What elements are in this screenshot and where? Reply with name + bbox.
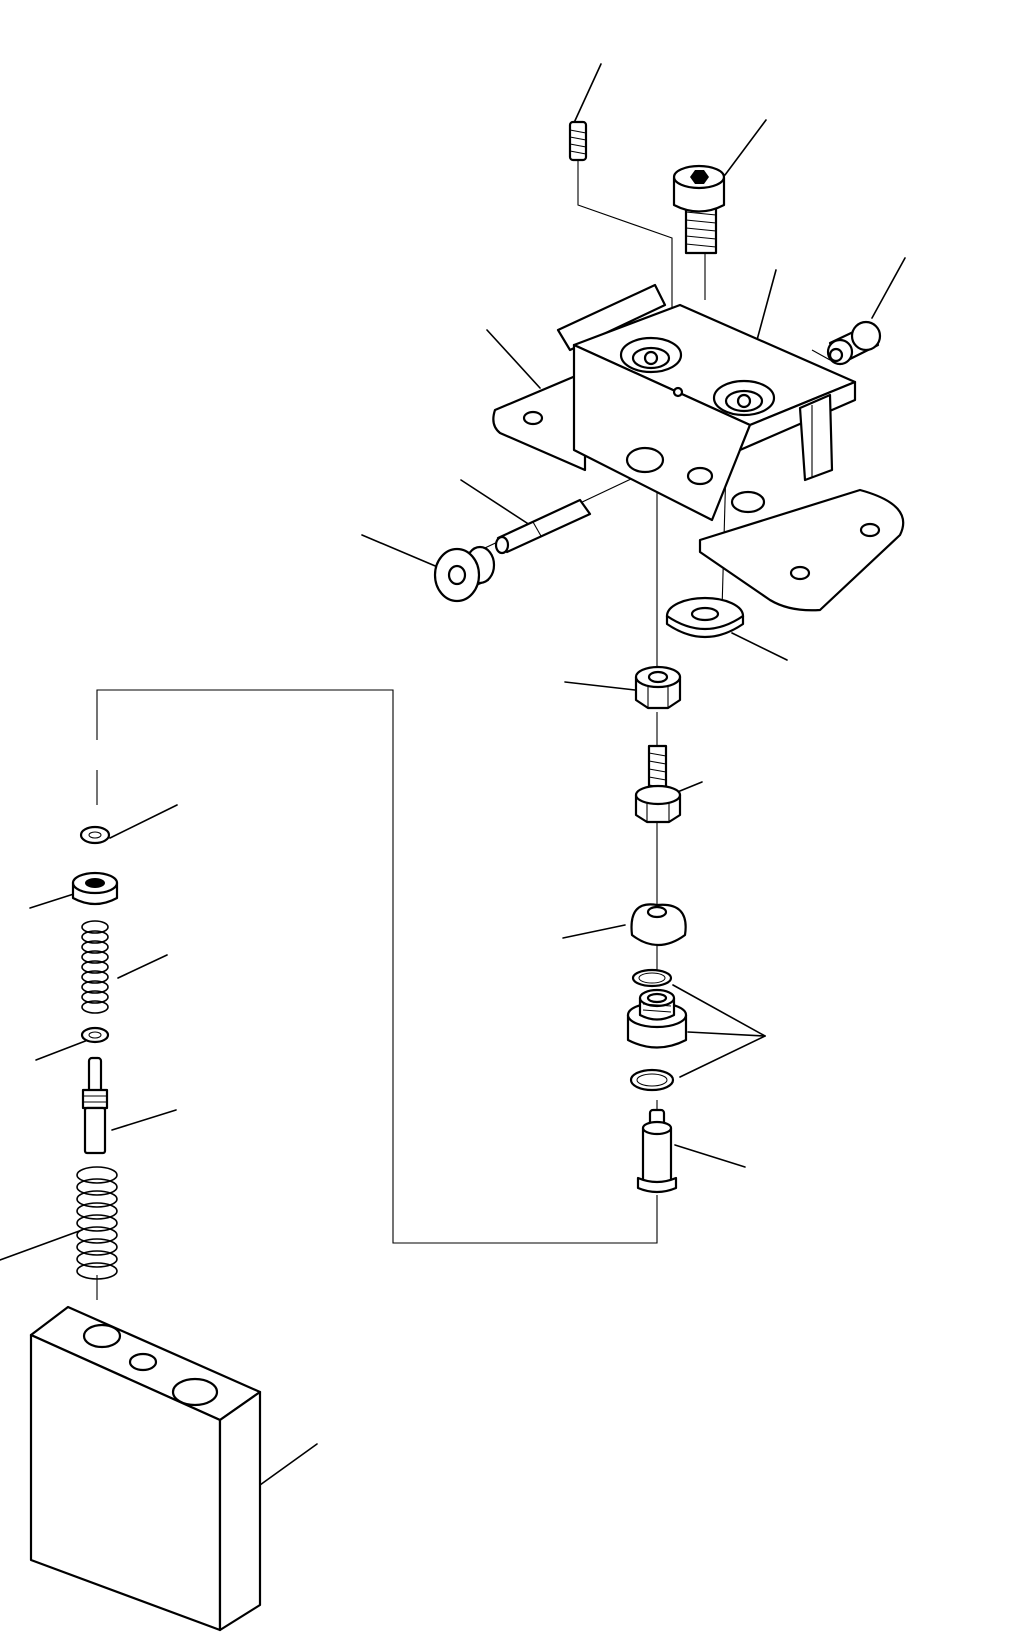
boot (630, 903, 687, 947)
cap-nut (826, 320, 882, 366)
cap-screw (672, 164, 726, 255)
o-ring-set (626, 968, 688, 1092)
collar (80, 1026, 110, 1044)
retaining-ring (79, 825, 111, 845)
washer (665, 596, 745, 639)
inner-spring (81, 920, 109, 1014)
set-screw (568, 120, 588, 162)
adjusting-bolt (634, 744, 682, 824)
mounting-bracket (492, 283, 905, 612)
knob (433, 545, 496, 603)
hex-nut (634, 665, 682, 710)
spring-seat (71, 871, 119, 906)
outer-spring (76, 1166, 118, 1280)
leader-lines (0, 63, 906, 1486)
valve-body (29, 1305, 262, 1632)
pin (494, 498, 592, 555)
plunger (81, 1056, 109, 1155)
plug (636, 1108, 678, 1194)
